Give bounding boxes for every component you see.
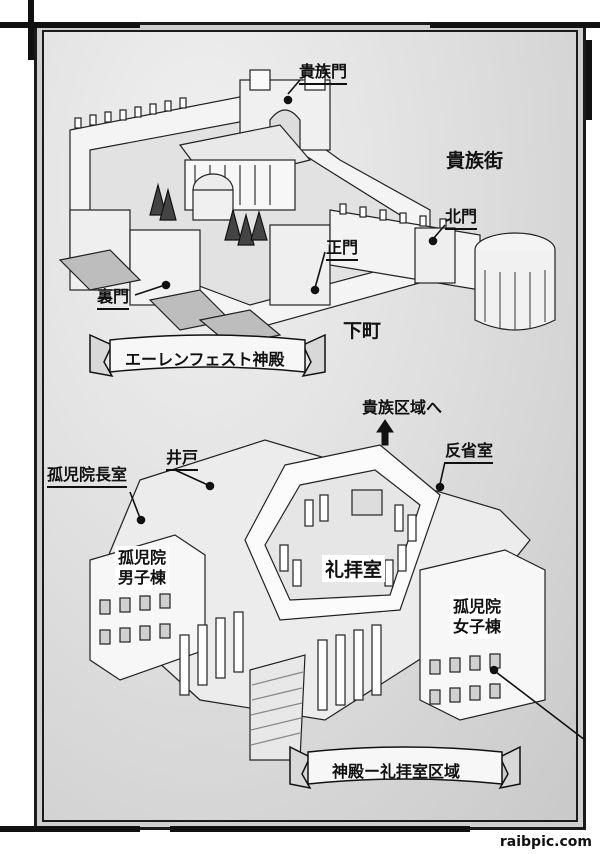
orphanage-boys-label: 孤児院 男子棟 — [115, 546, 170, 590]
temple-complex-drawing — [58, 69, 556, 346]
well-label: 井戸 — [166, 444, 199, 471]
back-gate-label: 裏門 — [97, 283, 130, 310]
noble-gate-label: 貴族門 — [299, 58, 348, 85]
orphanage-girls-label: 孤児院 女子棟 — [450, 595, 505, 639]
north-gate-label: 北門 — [445, 203, 478, 230]
chapel-banner-title: 神殿ー礼拝室区域 — [332, 762, 461, 781]
watermark-text: raibpic.com — [499, 834, 592, 850]
up-arrow-icon — [376, 419, 394, 446]
main-gate-label: 正門 — [326, 234, 359, 261]
chapel-label: 礼拝室 — [322, 555, 386, 582]
reflection-room-label: 反省室 — [445, 437, 494, 464]
temple-banner-title: エーレンフェスト神殿 — [125, 350, 285, 369]
to-noble-district-label: 貴族区域へ — [362, 398, 443, 417]
chapel-banner-ribbon — [289, 745, 521, 790]
lower-town-label: 下町 — [343, 320, 382, 342]
noble-street-label: 貴族街 — [446, 150, 504, 172]
temple-banner-ribbon — [89, 333, 326, 378]
orphanage-director-room-label: 孤児院長室 — [47, 461, 128, 488]
chapel-area-drawing — [89, 439, 546, 761]
